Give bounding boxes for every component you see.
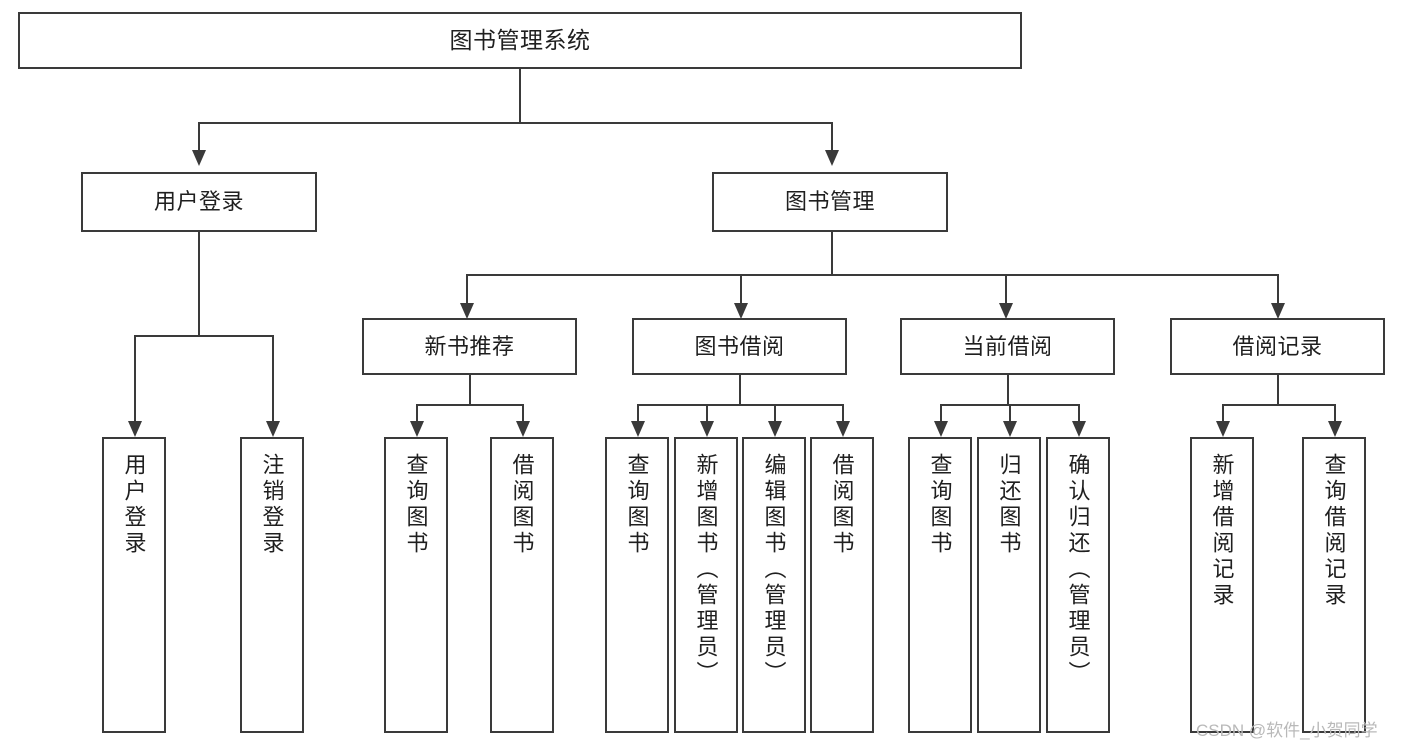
connector-root-drop-right: [831, 122, 833, 150]
connector-br-drop-2: [1334, 404, 1336, 421]
arrow-to-nbr-leaf-2: [516, 421, 530, 437]
node-label: 图书借阅: [694, 333, 785, 359]
arrow-to-borrow-record: [1271, 303, 1285, 319]
leaf-cb-return-book[interactable]: 归还图书: [977, 437, 1041, 733]
node-label: 用户登录: [121, 453, 147, 557]
arrow-to-nbr-leaf-1: [410, 421, 424, 437]
node-label: 借阅图书: [509, 453, 535, 557]
leaf-bb-edit-book-admin[interactable]: 编辑图书（管理员）: [742, 437, 806, 733]
arrow-to-new-book-recommend: [460, 303, 474, 319]
connector-cb-drop-3: [1078, 404, 1080, 421]
node-label: 借阅图书: [829, 453, 855, 557]
leaf-br-add-record[interactable]: 新增借阅记录: [1190, 437, 1254, 733]
arrow-to-current-borrow: [999, 303, 1013, 319]
arrow-to-bb-leaf-4: [836, 421, 850, 437]
leaf-nbr-borrow-book[interactable]: 借阅图书: [490, 437, 554, 733]
connector-level3-drop-4: [1277, 274, 1279, 303]
node-label: 图书管理: [784, 189, 875, 215]
connector-bb-drop-3: [774, 404, 776, 421]
arrow-to-br-leaf-1: [1216, 421, 1230, 437]
leaf-bb-borrow-book[interactable]: 借阅图书: [810, 437, 874, 733]
node-label: 用户登录: [153, 189, 244, 215]
node-label: 新增图书（管理员）: [693, 453, 719, 687]
leaf-br-query-record[interactable]: 查询借阅记录: [1302, 437, 1366, 733]
connector-bb-drop-1: [637, 404, 639, 421]
leaf-cb-confirm-return-admin[interactable]: 确认归还（管理员）: [1046, 437, 1110, 733]
node-label: 新增借阅记录: [1209, 453, 1235, 609]
arrow-to-bb-leaf-2: [700, 421, 714, 437]
node-new-book-recommend[interactable]: 新书推荐: [362, 318, 577, 375]
node-label: 编辑图书（管理员）: [761, 453, 787, 687]
connector-bb-drop-4: [842, 404, 844, 421]
leaf-user-login[interactable]: 用户登录: [102, 437, 166, 733]
arrow-to-book-borrow: [734, 303, 748, 319]
node-borrow-record[interactable]: 借阅记录: [1170, 318, 1385, 375]
connector-root-stem: [519, 69, 521, 122]
connector-user-login-drop-1: [134, 335, 136, 421]
node-current-borrow[interactable]: 当前借阅: [900, 318, 1115, 375]
connector-user-login-drop-2: [272, 335, 274, 421]
leaf-bb-query-book[interactable]: 查询图书: [605, 437, 669, 733]
arrow-to-bb-leaf-3: [768, 421, 782, 437]
connector-root-bus: [198, 122, 832, 124]
arrow-to-user-login: [192, 150, 206, 166]
connector-cb-drop-2: [1009, 404, 1011, 421]
connector-nbr-stem: [469, 375, 471, 404]
leaf-logout[interactable]: 注销登录: [240, 437, 304, 733]
node-label: 查询图书: [927, 453, 953, 557]
node-label: 注销登录: [259, 453, 285, 557]
arrow-to-cb-leaf-1: [934, 421, 948, 437]
arrow-to-cb-leaf-3: [1072, 421, 1086, 437]
leaf-bb-add-book-admin[interactable]: 新增图书（管理员）: [674, 437, 738, 733]
node-label: 当前借阅: [962, 333, 1053, 359]
connector-root-drop-left: [198, 122, 200, 150]
node-book-borrow[interactable]: 图书借阅: [632, 318, 847, 375]
connector-br-bus: [1222, 404, 1335, 406]
leaf-cb-query-book[interactable]: 查询图书: [908, 437, 972, 733]
connector-br-drop-1: [1222, 404, 1224, 421]
arrow-to-user-login-leaf: [128, 421, 142, 437]
connector-cb-stem: [1007, 375, 1009, 404]
arrow-to-logout-leaf: [266, 421, 280, 437]
arrow-to-book-manage: [825, 150, 839, 166]
connector-nbr-drop-2: [522, 404, 524, 421]
connector-level3-drop-3: [1005, 274, 1007, 303]
connector-nbr-drop-1: [416, 404, 418, 421]
connector-user-login-stem: [198, 232, 200, 335]
node-label: 图书管理系统: [449, 27, 591, 54]
arrow-to-bb-leaf-1: [631, 421, 645, 437]
connector-bb-bus: [637, 404, 843, 406]
node-label: 查询图书: [624, 453, 650, 557]
connector-user-login-bus: [134, 335, 273, 337]
connector-bb-stem: [739, 375, 741, 404]
connector-level3-drop-2: [740, 274, 742, 303]
arrow-to-cb-leaf-2: [1003, 421, 1017, 437]
node-label: 借阅记录: [1232, 333, 1323, 359]
node-label: 新书推荐: [424, 333, 515, 359]
node-user-login[interactable]: 用户登录: [81, 172, 317, 232]
csdn-watermark: CSDN @软件_小贺同学: [1196, 721, 1378, 740]
leaf-nbr-query-book[interactable]: 查询图书: [384, 437, 448, 733]
node-label: 归还图书: [996, 453, 1022, 557]
connector-nbr-bus: [416, 404, 523, 406]
connector-level3-drop-1: [466, 274, 468, 303]
connector-level3-bus: [466, 274, 1278, 276]
connector-bb-drop-2: [706, 404, 708, 421]
node-label: 确认归还（管理员）: [1065, 453, 1091, 687]
node-book-manage[interactable]: 图书管理: [712, 172, 948, 232]
node-label: 查询借阅记录: [1321, 453, 1347, 609]
connector-br-stem: [1277, 375, 1279, 404]
connector-book-manage-stem: [831, 232, 833, 274]
connector-cb-drop-1: [940, 404, 942, 421]
node-root-system[interactable]: 图书管理系统: [18, 12, 1022, 69]
node-label: 查询图书: [403, 453, 429, 557]
arrow-to-br-leaf-2: [1328, 421, 1342, 437]
